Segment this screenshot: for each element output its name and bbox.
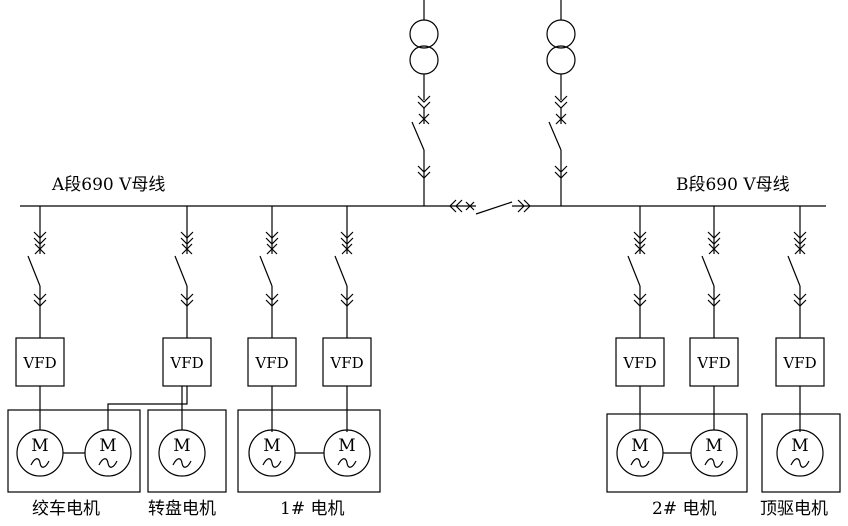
ac-wave-icon [630, 458, 650, 468]
ac-wave-icon [172, 458, 192, 468]
feeder-2: VFD [162, 206, 212, 387]
motor-4: M [248, 429, 296, 477]
feeder-5: VFD [615, 206, 665, 387]
ac-wave-icon [30, 458, 50, 468]
motor-1: M [16, 429, 64, 477]
transformer-1 [409, 0, 439, 100]
vfd-motor-connections [39, 386, 801, 454]
bus-a-label: A段690 V母线 [51, 175, 165, 195]
transformer-2 [546, 0, 576, 100]
motor-8: M [776, 429, 824, 477]
motor-symbol-3: M [173, 436, 190, 456]
motor-6: M [616, 429, 664, 477]
feeder-6: VFD [689, 206, 739, 387]
motor-5: M [323, 429, 371, 477]
ac-wave-icon [790, 458, 810, 468]
vfd-label-6: VFD [696, 354, 730, 372]
group-box-pump-2 [606, 413, 748, 493]
feeder-4: VFD [322, 206, 372, 387]
motor-3: M [158, 429, 206, 477]
vfd-label-1: VFD [22, 354, 56, 372]
motor-symbol-2: M [99, 436, 116, 456]
motor-symbol-1: M [31, 436, 48, 456]
group-label-pump-2: 2# 电机 [652, 499, 716, 519]
group-label-topdrive: 顶驱电机 [760, 499, 828, 519]
ac-wave-icon [98, 458, 118, 468]
group-box-pump-1 [237, 409, 381, 493]
vfd-label-2: VFD [169, 354, 203, 372]
ac-wave-icon [262, 458, 282, 468]
motor-symbol-7: M [705, 436, 722, 456]
vfd-label-3: VFD [254, 354, 288, 372]
group-label-rotary: 转盘电机 [148, 499, 216, 519]
feeder-branches: VFD VFD VFD VFD VFD VFD VFD [15, 206, 825, 387]
bus-b-label: B段690 V母线 [676, 175, 790, 195]
vfd-label-7: VFD [782, 354, 816, 372]
ac-wave-icon [704, 458, 724, 468]
motor-symbol-5: M [338, 436, 355, 456]
ac-wave-icon [337, 458, 357, 468]
group-box-topdrive [761, 413, 841, 493]
motor-7: M [690, 429, 738, 477]
feeder-7: VFD [775, 206, 825, 387]
feeder-3: VFD [247, 206, 297, 387]
feeder-1: VFD [15, 206, 65, 387]
group-label-pump-1: 1# 电机 [280, 499, 344, 519]
vfd-label-5: VFD [622, 354, 656, 372]
vfd-label-4: VFD [329, 354, 363, 372]
motor-symbol-6: M [631, 436, 648, 456]
group-box-rotary [147, 409, 227, 493]
group-label-winch: 绞车电机 [32, 499, 100, 519]
group-box-winch [7, 409, 141, 493]
motor-2: M [84, 429, 132, 477]
incomer-1 [411, 95, 431, 206]
motor-symbol-4: M [263, 436, 280, 456]
incomer-2 [548, 95, 568, 206]
bus-coupler [449, 199, 531, 215]
motor-symbol-8: M [791, 436, 808, 456]
